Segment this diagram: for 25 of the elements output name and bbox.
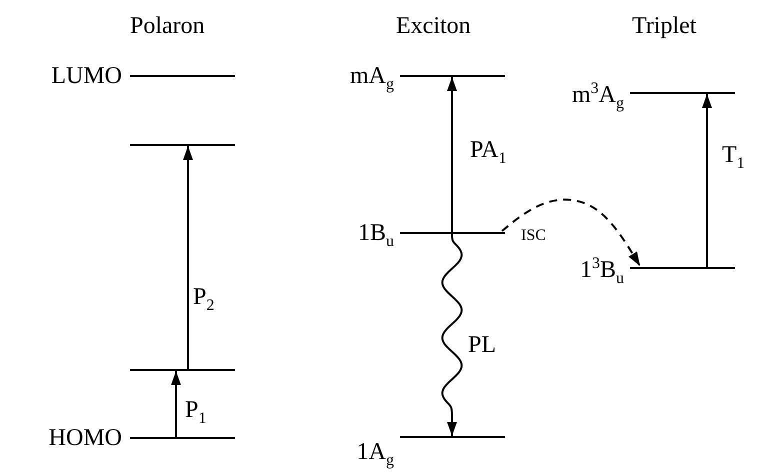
arrow [171, 371, 181, 437]
level-label: LUMO [51, 64, 122, 88]
level-label: 1B$_{u}$ [358, 221, 394, 250]
energy-level-line [400, 436, 505, 438]
energy-level-line [130, 75, 235, 77]
level-label: mA$_{g}$ [350, 64, 394, 93]
arrow [702, 94, 712, 267]
energy-level-line [130, 369, 235, 371]
wavy-arrow [441, 234, 463, 436]
arrow [183, 146, 193, 369]
level-label: 1A$_{g}$ [356, 440, 394, 469]
column-heading: Polaron [130, 14, 205, 38]
column-heading: Exciton [396, 14, 471, 38]
level-label: m$^{3}$A$_{g}$ [572, 81, 624, 112]
energy-level-line [130, 144, 235, 146]
level-label: 1$^{3}$B$_{u}$ [580, 256, 624, 287]
level-label: HOMO [48, 426, 122, 450]
energy-level-line [630, 92, 735, 94]
arrow [447, 77, 457, 232]
arrow [501, 198, 641, 267]
energy-level-line [130, 437, 235, 439]
column-heading: Triplet [632, 14, 696, 38]
energy-level-line [630, 267, 735, 269]
energy-level-line [400, 232, 505, 234]
energy-level-line [400, 75, 505, 77]
